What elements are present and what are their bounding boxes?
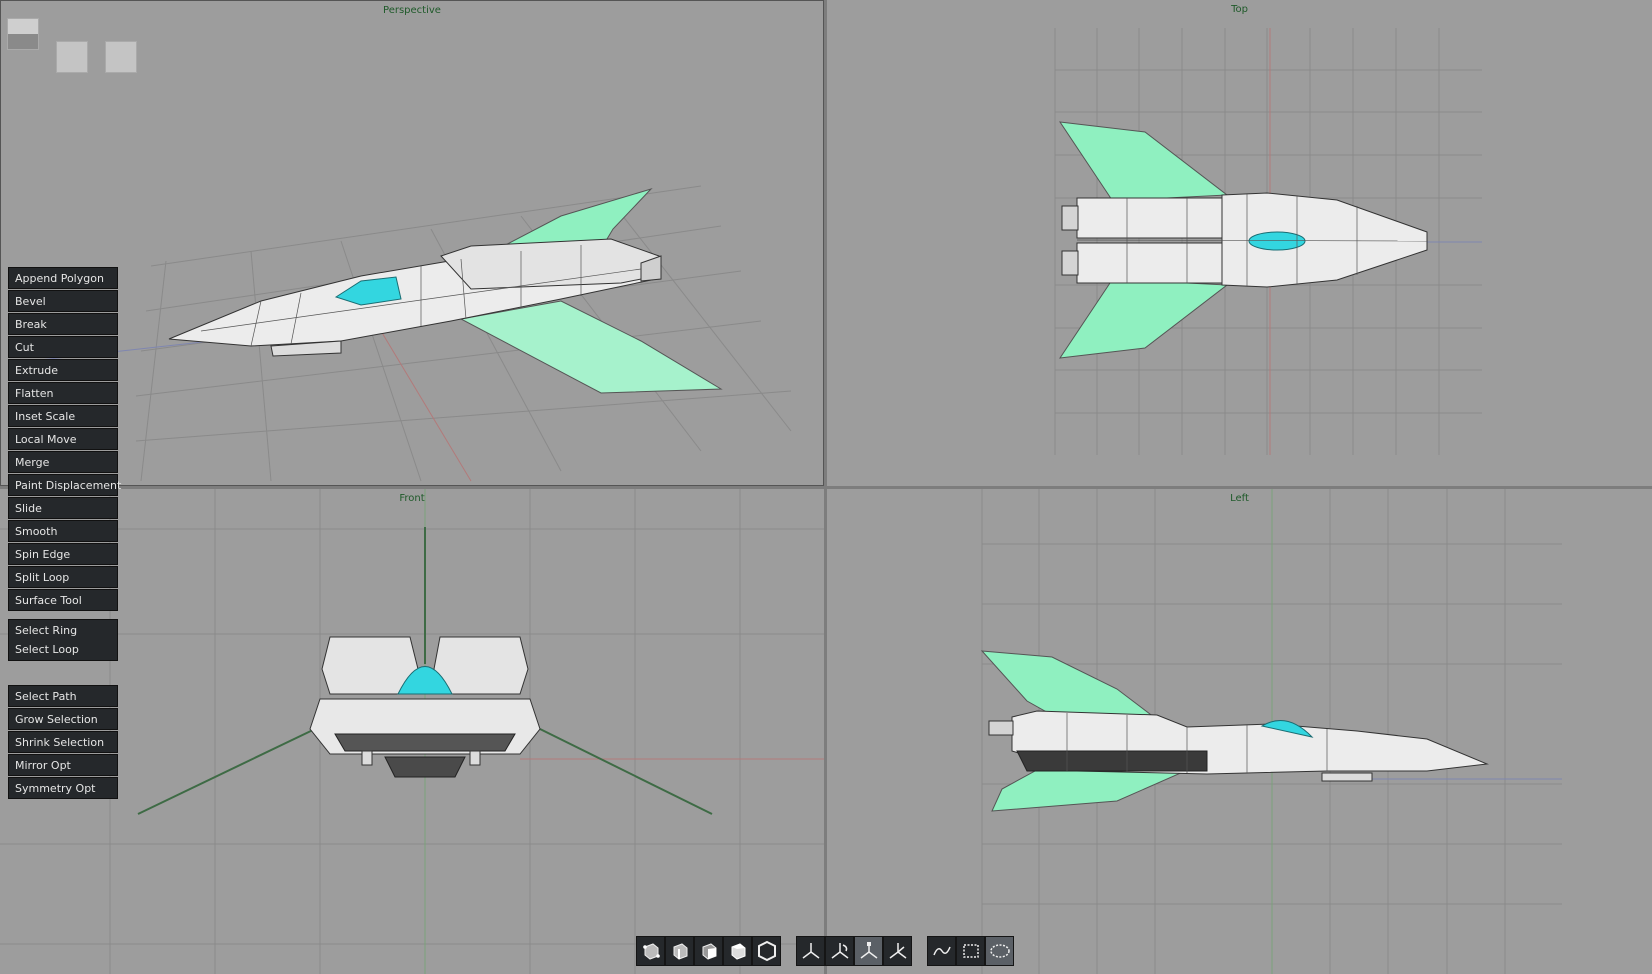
tool-spin-edge-button[interactable]: Spin Edge <box>8 543 118 565</box>
symmetry-opt-button[interactable]: Symmetry Opt <box>8 777 118 799</box>
mirror-opt-button[interactable]: Mirror Opt <box>8 754 118 776</box>
tool-extrude-button[interactable]: Extrude <box>8 359 118 381</box>
viewport-left[interactable]: Left <box>827 489 1652 974</box>
universal-axis-button[interactable] <box>883 936 912 966</box>
perspective-grid <box>30 185 792 482</box>
tool-surface-tool-button[interactable]: Surface Tool <box>8 589 118 611</box>
solid-cube-icon <box>757 940 776 962</box>
object-mode-button[interactable] <box>723 936 752 966</box>
vertex-mode-button[interactable] <box>636 936 665 966</box>
solid-cube-button[interactable] <box>752 936 781 966</box>
scale-axis-button[interactable] <box>854 936 883 966</box>
select-ring-loop-group: Select Ring Select Loop <box>8 619 118 661</box>
select-loop-button[interactable]: Select Loop <box>15 643 79 656</box>
left-ship <box>980 650 1489 812</box>
lasso-select-button[interactable] <box>927 936 956 966</box>
viewport-title-perspective: Perspective <box>383 5 441 16</box>
face-mode-icon <box>702 943 716 960</box>
top-scene <box>1054 28 1482 455</box>
viewport-perspective[interactable]: Perspective <box>0 0 824 486</box>
shrink-selection-button[interactable]: Shrink Selection <box>8 731 118 753</box>
scale-axis-icon <box>860 942 877 959</box>
tool-break-button[interactable]: Break <box>8 313 118 335</box>
viewport-top[interactable]: Top <box>827 0 1652 486</box>
lasso-select-icon <box>932 946 951 956</box>
tool-slide-button[interactable]: Slide <box>8 497 118 519</box>
selection-shape-toolbar <box>927 936 1014 966</box>
tool-inset-scale-button[interactable]: Inset Scale <box>8 405 118 427</box>
ellipse-select-icon <box>989 944 1010 958</box>
component-mode-toolbar <box>636 936 781 966</box>
face-mode-button[interactable] <box>694 936 723 966</box>
universal-axis-icon <box>889 943 906 959</box>
move-axis-icon <box>802 943 819 959</box>
color-swatch-1[interactable] <box>7 18 39 50</box>
tool-split-loop-button[interactable]: Split Loop <box>8 566 118 588</box>
left-scene <box>980 489 1562 974</box>
tool-local-move-button[interactable]: Local Move <box>8 428 118 450</box>
tool-append-polygon-button[interactable]: Append Polygon <box>8 267 118 289</box>
front-scene <box>0 489 824 974</box>
viewport-title-front: Front <box>399 493 425 504</box>
vertex-mode-icon <box>642 943 660 960</box>
grow-selection-button[interactable]: Grow Selection <box>8 708 118 730</box>
rotate-axis-icon <box>831 943 848 959</box>
color-swatch-3[interactable] <box>105 41 137 73</box>
ellipse-select-button[interactable] <box>985 936 1014 966</box>
tool-paint-displacement-button[interactable]: Paint Displacement <box>8 474 121 496</box>
rect-select-icon <box>962 944 979 958</box>
tool-cut-button[interactable]: Cut <box>8 336 118 358</box>
select-ring-button[interactable]: Select Ring <box>15 624 78 637</box>
perspective-ship <box>168 187 723 394</box>
viewport-title-top: Top <box>1231 4 1248 15</box>
edge-mode-icon <box>673 943 687 960</box>
transform-toolbar <box>796 936 912 966</box>
top-ship <box>1058 121 1428 359</box>
viewport-front[interactable]: Front <box>0 489 824 974</box>
move-axis-button[interactable] <box>796 936 825 966</box>
tool-smooth-button[interactable]: Smooth <box>8 520 118 542</box>
rect-select-button[interactable] <box>956 936 985 966</box>
edge-mode-button[interactable] <box>665 936 694 966</box>
viewport-title-left: Left <box>1230 493 1249 504</box>
tool-merge-button[interactable]: Merge <box>8 451 118 473</box>
front-ship <box>137 527 713 815</box>
tool-flatten-button[interactable]: Flatten <box>8 382 118 404</box>
perspective-scene <box>30 185 792 482</box>
select-path-button[interactable]: Select Path <box>8 685 118 707</box>
tool-bevel-button[interactable]: Bevel <box>8 290 118 312</box>
rotate-axis-button[interactable] <box>825 936 854 966</box>
color-swatch-2[interactable] <box>56 41 88 73</box>
object-mode-icon <box>731 943 745 960</box>
